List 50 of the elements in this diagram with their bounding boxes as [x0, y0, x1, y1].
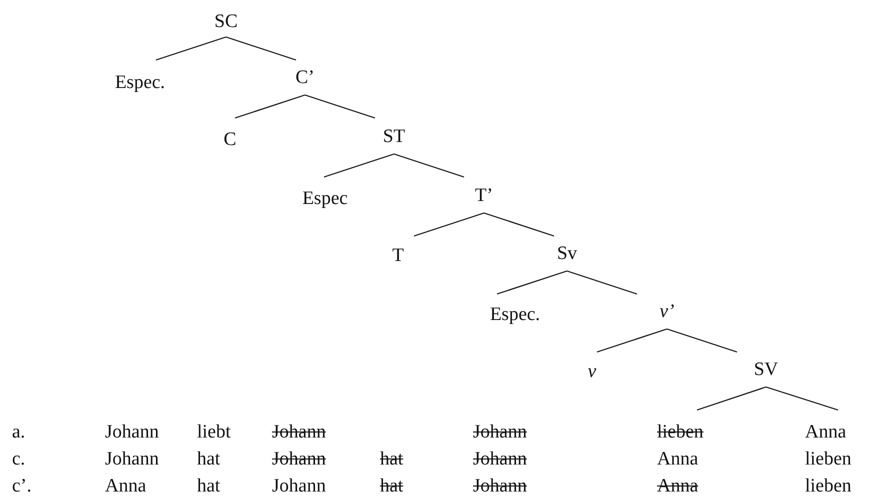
example-word: Johann: [105, 422, 159, 442]
example-label: a.: [12, 422, 26, 442]
struck-word: Johann: [473, 476, 527, 496]
tree-node-label: SC: [214, 12, 238, 30]
tree-branch-line: [394, 153, 464, 178]
tree-branch-line: [596, 328, 668, 353]
tree-node-label: Espec: [302, 189, 348, 208]
tree-branch-line: [234, 94, 306, 119]
tree-branch-line: [304, 94, 376, 119]
struck-word: Johann: [272, 422, 326, 442]
tree-node-label: Sv: [556, 244, 578, 263]
tree-node-label: ST: [382, 126, 406, 146]
tree-branch-line: [696, 386, 766, 411]
example-word: liebt: [197, 422, 231, 442]
struck-word: Johann: [473, 422, 527, 442]
tree-branch-line: [156, 36, 226, 61]
tree-node-label: C: [224, 130, 236, 148]
tree-branch-line: [324, 153, 394, 178]
example-label: Johann: [105, 450, 159, 468]
example-word: Johann: [272, 476, 326, 496]
example-word: hat: [197, 450, 220, 468]
tree-branch-line: [484, 212, 554, 237]
tree-node-label: T’: [475, 186, 493, 204]
example-word: Anna: [657, 450, 698, 468]
tree-node-label: Espec.: [114, 73, 166, 92]
tree-branch-line: [766, 386, 838, 411]
tree-branch-line: [226, 36, 296, 61]
example-label: c.: [12, 450, 26, 468]
example-label: Anna: [105, 476, 146, 496]
example-label: c’.: [12, 476, 32, 496]
tree-node-label: T: [392, 246, 404, 265]
struck-word: hat: [380, 450, 404, 468]
struck-word: Johann: [473, 450, 527, 468]
tree-node-label: v’: [660, 302, 674, 321]
tree-node-label: C’: [296, 68, 314, 87]
struck-word: lieben: [657, 422, 704, 442]
tree-node-label: v: [588, 362, 596, 380]
struck-word: Anna: [657, 476, 698, 496]
tree-node-label: SV: [754, 360, 778, 379]
struck-word: hat: [380, 476, 404, 496]
example-word: lieben: [805, 450, 852, 468]
example-word: lieben: [805, 476, 852, 496]
example-word: hat: [197, 476, 220, 496]
example-word: Anna: [805, 422, 846, 442]
tree-branch-line: [566, 270, 638, 295]
tree-node-label: Espec.: [490, 305, 540, 324]
struck-word: Johann: [272, 450, 326, 468]
tree-branch-line: [496, 270, 568, 295]
tree-branch-line: [414, 212, 484, 237]
tree-branch-line: [666, 328, 738, 353]
